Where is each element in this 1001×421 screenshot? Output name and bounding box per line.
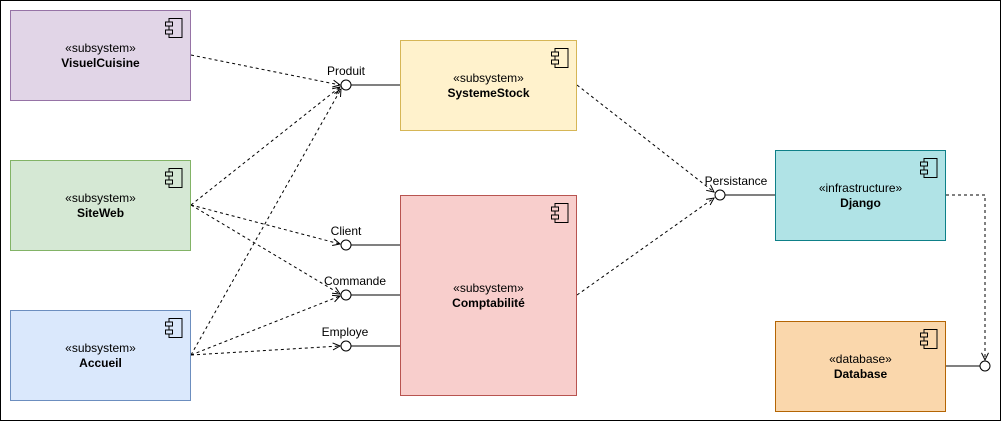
- component-icon: [551, 203, 569, 223]
- component-icon: [551, 48, 569, 68]
- component-comptabilite[interactable]: «subsystem» Comptabilité: [400, 195, 577, 396]
- component-name: SystemeStock: [447, 85, 530, 100]
- interface-client-icon[interactable]: [340, 239, 352, 251]
- component-icon: [165, 18, 183, 38]
- interface-label-persistance: Persistance: [704, 174, 768, 188]
- component-name: VisuelCuisine: [61, 55, 140, 70]
- component-name: Accueil: [79, 355, 122, 370]
- arrowhead-accueil-commande: [331, 294, 342, 303]
- interface-produit-icon[interactable]: [340, 79, 352, 91]
- component-stereotype: «database»: [829, 351, 892, 366]
- interface-employe-icon[interactable]: [340, 340, 352, 352]
- component-icon: [165, 318, 183, 338]
- arrowhead-siteweb-commande: [331, 287, 341, 295]
- component-systemestock[interactable]: «subsystem» SystemeStock: [400, 40, 577, 131]
- component-siteweb[interactable]: «subsystem» SiteWeb: [10, 160, 191, 251]
- arrowhead-accueil-employe: [332, 342, 342, 351]
- component-icon: [920, 329, 938, 349]
- arrowhead-comptabilite-persistance: [706, 197, 715, 206]
- arrowhead-django-db-port: [981, 352, 989, 362]
- component-visuelcuisine[interactable]: «subsystem» VisuelCuisine: [10, 10, 191, 101]
- interface-persistance-icon[interactable]: [714, 189, 726, 201]
- arrowhead-visuelcuisine-produit: [332, 79, 342, 88]
- interface-label-produit: Produit: [326, 64, 366, 78]
- dependency-accueil-employe[interactable]: [190, 345, 341, 356]
- dependency-django-db-port[interactable]: [946, 194, 986, 360]
- dependency-systemestock-persistance[interactable]: [576, 84, 715, 193]
- dependency-siteweb-produit[interactable]: [190, 86, 341, 206]
- component-stereotype: «subsystem»: [453, 70, 524, 85]
- component-icon: [920, 158, 938, 178]
- arrowhead-siteweb-client: [332, 238, 342, 247]
- dependency-accueil-produit[interactable]: [190, 88, 342, 356]
- dependency-visuelcuisine-produit[interactable]: [190, 54, 341, 86]
- interface-db-port-icon[interactable]: [979, 360, 991, 372]
- interface-commande-icon[interactable]: [340, 289, 352, 301]
- component-name: Django: [840, 195, 881, 210]
- dependency-siteweb-commande[interactable]: [190, 204, 341, 295]
- component-stereotype: «subsystem»: [65, 190, 136, 205]
- component-accueil[interactable]: «subsystem» Accueil: [10, 310, 191, 401]
- dependency-accueil-commande[interactable]: [190, 295, 341, 356]
- component-stereotype: «subsystem»: [65, 40, 136, 55]
- component-name: Database: [833, 366, 888, 381]
- dependency-siteweb-client[interactable]: [190, 204, 341, 245]
- component-name: SiteWeb: [76, 205, 125, 220]
- interface-label-client: Client: [330, 224, 362, 238]
- arrowhead-systemestock-persistance: [706, 184, 715, 193]
- component-icon: [165, 168, 183, 188]
- component-stereotype: «subsystem»: [65, 340, 136, 355]
- dependency-comptabilite-persistance[interactable]: [576, 197, 715, 296]
- component-django[interactable]: «infrastructure» Django: [775, 150, 946, 241]
- interface-label-commande: Commande: [323, 274, 387, 288]
- component-stereotype: «infrastructure»: [818, 180, 903, 195]
- component-stereotype: «subsystem»: [453, 280, 524, 295]
- interface-label-employe: Employe: [321, 325, 369, 339]
- component-database[interactable]: «database» Database: [775, 321, 946, 412]
- component-name: Comptabilité: [452, 295, 525, 310]
- arrowhead-accueil-produit: [334, 87, 342, 98]
